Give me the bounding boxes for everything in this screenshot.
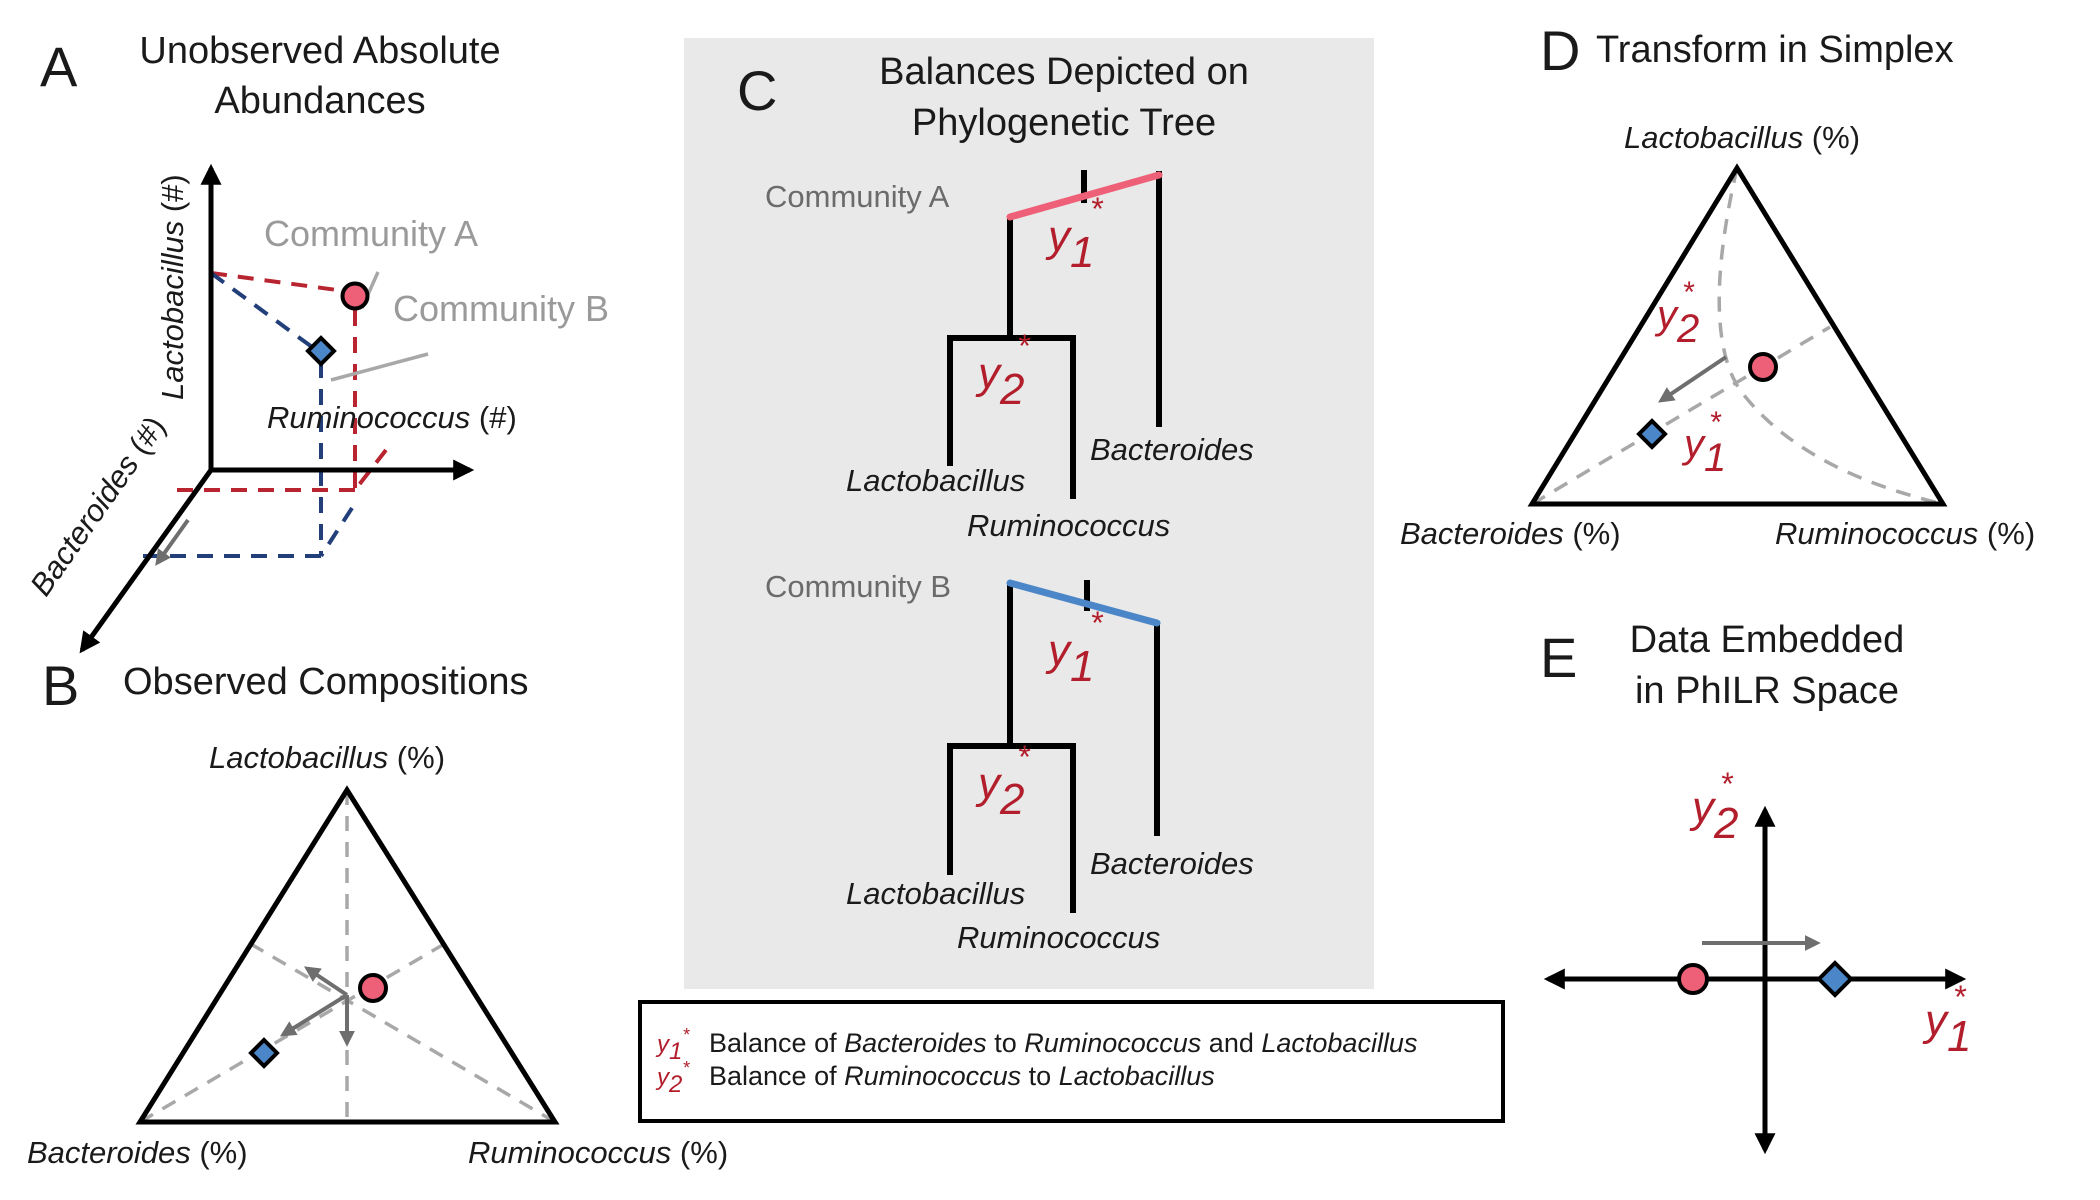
y1-label: y1	[1045, 212, 1094, 277]
y2-label: y2	[975, 759, 1024, 824]
panel-d-title: Transform in Simplex	[1596, 29, 1954, 71]
community-a-point	[358, 973, 388, 1003]
legend-frame	[638, 1000, 1505, 1123]
lactobacillus-axis-label: Lactobacillus (#)	[155, 174, 190, 400]
community-a-point	[1677, 963, 1709, 995]
panel-a-letter: A	[40, 35, 78, 98]
bacteroides-axis	[79, 468, 214, 654]
balance-edge-y1	[1006, 579, 1161, 627]
y1-label: y1	[1045, 626, 1094, 691]
legend-symbol-y1: y1*	[655, 1025, 690, 1065]
leaf-lactobacillus: Lactobacillus	[846, 876, 1025, 911]
y1-star: *	[1090, 605, 1104, 641]
community-a-label: Community A	[264, 213, 478, 254]
community-b-callout-line	[330, 352, 429, 382]
legend-text-y2: Balance of Ruminococcus to Lactobacillus	[709, 1061, 1215, 1091]
legend-item-y1: y1* Balance of Bacteroides to Ruminococc…	[655, 1025, 1417, 1065]
panel-e-letter: E	[1540, 626, 1577, 689]
legend-box: y1* Balance of Bacteroides to Ruminococc…	[638, 1000, 1505, 1123]
community-b-point	[1816, 960, 1854, 998]
leaf-ruminococcus: Ruminococcus	[967, 508, 1170, 543]
panel-e-title-line2: in PhILR Space	[1635, 670, 1899, 712]
panel-b: B Observed Compositions Lactobacillus (%…	[27, 654, 728, 1170]
y2-label: y2	[975, 349, 1024, 414]
panel-e-title-line1: Data Embedded	[1630, 619, 1905, 661]
projection-lines-community-a	[171, 271, 388, 492]
community-b-point	[1636, 418, 1668, 450]
y2-star: *	[1720, 766, 1734, 802]
projection-lines-community-b	[138, 271, 354, 558]
ternary-top-label: Lactobacillus (%)	[209, 740, 445, 775]
leaf-bacteroides: Bacteroides	[1090, 846, 1254, 881]
y2-star: *	[1017, 328, 1031, 364]
panel-a: A Unobserved Absolute Abundances Lactoba…	[23, 30, 609, 654]
leaf-ruminococcus: Ruminococcus	[957, 920, 1160, 955]
bacteroides-axis-label: Bacteroides (#)	[23, 410, 172, 602]
legend-item-y2: y2* Balance of Ruminococcus to Lactobaci…	[655, 1058, 1215, 1098]
panel-c-title-line2: Phylogenetic Tree	[912, 102, 1216, 144]
tree-community-label: Community B	[765, 569, 951, 604]
y2-star: *	[1682, 276, 1695, 309]
panel-d-letter: D	[1540, 19, 1580, 82]
ruminococcus-axis-label: Ruminococcus (#)	[267, 400, 517, 435]
ternary-right-label: Ruminococcus (%)	[468, 1135, 728, 1170]
community-b-point	[305, 335, 337, 367]
community-a-point	[340, 281, 370, 311]
y1-label: y1	[1681, 422, 1726, 480]
balance-edge-y1	[1006, 171, 1163, 221]
panel-c: C Balances Depicted on Phylogenetic Tree…	[684, 38, 1374, 989]
leaf-lactobacillus: Lactobacillus	[846, 463, 1025, 498]
tree-community-label: Community A	[765, 179, 950, 214]
panel-a-title-line1: Unobserved Absolute	[139, 30, 500, 72]
ternary-guides-b	[139, 790, 556, 1124]
change-arrows-b	[279, 966, 355, 1047]
tree-community-a: Community A y1 * y2 * Lactobacillus Rumi…	[765, 170, 1254, 543]
panel-b-title: Observed Compositions	[123, 661, 529, 703]
panel-c-background	[684, 38, 1374, 989]
panel-e: E Data Embedded in PhILR Space y2 * y1 *	[1540, 619, 1971, 1155]
shift-arrow	[155, 518, 190, 566]
community-b-point	[248, 1037, 280, 1069]
legend-text-y1: Balance of Bacteroides to Ruminococcus a…	[709, 1028, 1417, 1058]
y1-star: *	[1090, 191, 1104, 227]
simplex-triangle-d	[1527, 163, 1948, 507]
panel-c-title-line1: Balances Depicted on	[879, 51, 1249, 93]
y2-axis-label: y2	[1689, 783, 1738, 848]
leaf-bacteroides: Bacteroides	[1090, 432, 1254, 467]
y2-star: *	[1017, 739, 1031, 775]
panel-d: D Transform in Simplex y2 * y1 * Lactoba…	[1400, 19, 2035, 551]
ternary-left-label: Bacteroides (%)	[27, 1135, 248, 1170]
tree-community-b: Community B y1 * y2 * Lactobacillus Rumi…	[765, 569, 1254, 955]
y1-axis-label: y1	[1922, 996, 1971, 1061]
y1-star: *	[1709, 406, 1722, 439]
simplex-left-label: Bacteroides (%)	[1400, 516, 1621, 551]
transform-arrow	[1658, 355, 1728, 403]
y1-star: *	[1953, 979, 1967, 1015]
panel-c-letter: C	[737, 59, 777, 122]
y2-label: y2	[1654, 293, 1699, 351]
legend-symbol-y2: y2*	[655, 1058, 690, 1098]
simplex-guides-d	[1531, 167, 1944, 506]
simplex-top-label: Lactobacillus (%)	[1624, 120, 1860, 155]
simplex-right-label: Ruminococcus (%)	[1775, 516, 2035, 551]
panel-a-title-line2: Abundances	[214, 80, 425, 122]
community-a-point	[1748, 352, 1778, 382]
community-b-label: Community B	[393, 288, 609, 329]
ternary-triangle-b	[135, 785, 560, 1125]
panel-b-letter: B	[42, 654, 79, 717]
